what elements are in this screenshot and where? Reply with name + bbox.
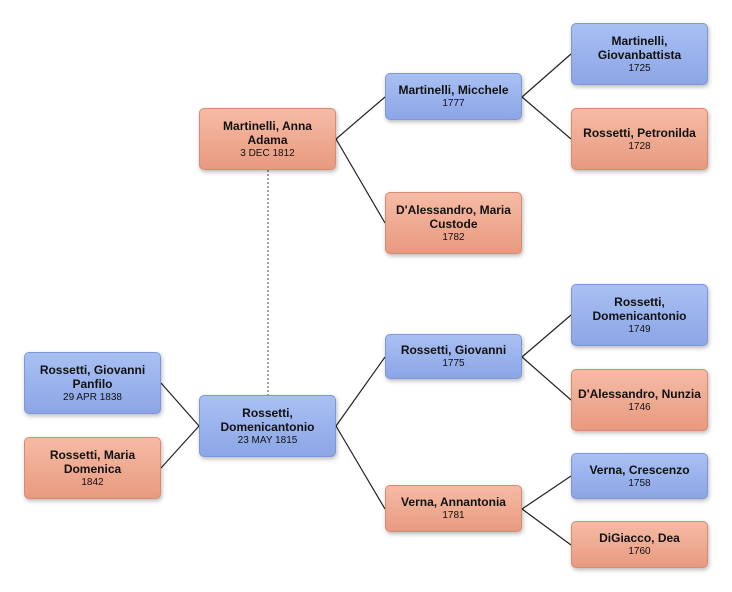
person-card-maria-custode[interactable]: D'Alessandro, Maria Custode 1782 — [385, 192, 522, 254]
connector-parent — [335, 138, 386, 224]
person-name: Rossetti, Giovanni Panfilo — [39, 362, 146, 391]
person-card-domenicantonio-1749[interactable]: Rossetti, Domenicantonio 1749 — [571, 284, 708, 346]
person-name: Verna, Crescenzo — [589, 462, 690, 477]
person-name: Martinelli, Giovanbattista — [597, 33, 682, 62]
person-card-annantonia[interactable]: Verna, Annantonia 1781 — [385, 485, 522, 532]
person-name: D'Alessandro, Nunzia — [578, 386, 701, 401]
connector-parent — [521, 475, 572, 510]
connector-child — [160, 425, 200, 469]
person-date: 1725 — [628, 62, 651, 74]
person-name: Martinelli, Anna Adama — [223, 118, 312, 147]
person-date: 1749 — [628, 323, 651, 335]
person-date: 23 MAY 1815 — [237, 434, 298, 446]
person-date: 1781 — [442, 510, 465, 521]
person-date: 1782 — [442, 231, 465, 243]
connector-parent — [521, 508, 572, 546]
person-date: 1842 — [81, 476, 104, 488]
person-card-crescenzo[interactable]: Verna, Crescenzo 1758 — [571, 453, 708, 499]
person-name: Rossetti, Domenicantonio — [592, 294, 687, 323]
person-name: Rossetti, Maria Domenica — [49, 447, 136, 476]
connector-parent — [335, 425, 386, 510]
person-name: D'Alessandro, Maria Custode — [396, 202, 511, 231]
person-card-giovanni-panfilo[interactable]: Rossetti, Giovanni Panfilo 29 APR 1838 — [24, 352, 161, 414]
person-name: Rossetti, Domenicantonio — [220, 405, 315, 434]
person-card-anna-adama[interactable]: Martinelli, Anna Adama 3 DEC 1812 — [199, 108, 336, 170]
person-date: 1728 — [628, 140, 651, 152]
connector-parent — [521, 356, 572, 401]
connector-parent — [521, 96, 572, 140]
person-date: 1746 — [628, 401, 651, 413]
person-date: 3 DEC 1812 — [240, 147, 295, 159]
connector-parent — [335, 96, 386, 140]
person-card-domenicantonio-1815[interactable]: Rossetti, Domenicantonio 23 MAY 1815 — [199, 395, 336, 457]
connector-parent — [335, 356, 386, 427]
connector-child — [160, 382, 200, 427]
person-card-maria-domenica[interactable]: Rossetti, Maria Domenica 1842 — [24, 437, 161, 499]
person-date: 1758 — [628, 477, 651, 489]
person-date: 1777 — [442, 98, 465, 109]
person-date: 1760 — [628, 546, 651, 557]
person-card-giovanbattista[interactable]: Martinelli, Giovanbattista 1725 — [571, 23, 708, 85]
person-name: Verna, Annantonia — [401, 495, 506, 509]
person-card-nunzia[interactable]: D'Alessandro, Nunzia 1746 — [571, 369, 708, 431]
person-card-micchele[interactable]: Martinelli, Micchele 1777 — [385, 73, 522, 120]
person-date: 1775 — [442, 358, 465, 369]
person-card-giovanni-1775[interactable]: Rossetti, Giovanni 1775 — [385, 334, 522, 379]
person-name: DiGiacco, Dea — [599, 531, 680, 545]
connector-parent — [521, 314, 572, 358]
person-name: Rossetti, Giovanni — [400, 343, 507, 357]
connector-parent — [521, 53, 572, 98]
person-name: Rossetti, Petronilda — [583, 125, 696, 140]
person-card-dea[interactable]: DiGiacco, Dea 1760 — [571, 521, 708, 568]
person-date: 29 APR 1838 — [63, 391, 122, 403]
person-name: Martinelli, Micchele — [398, 83, 509, 97]
person-card-petronilda[interactable]: Rossetti, Petronilda 1728 — [571, 108, 708, 170]
